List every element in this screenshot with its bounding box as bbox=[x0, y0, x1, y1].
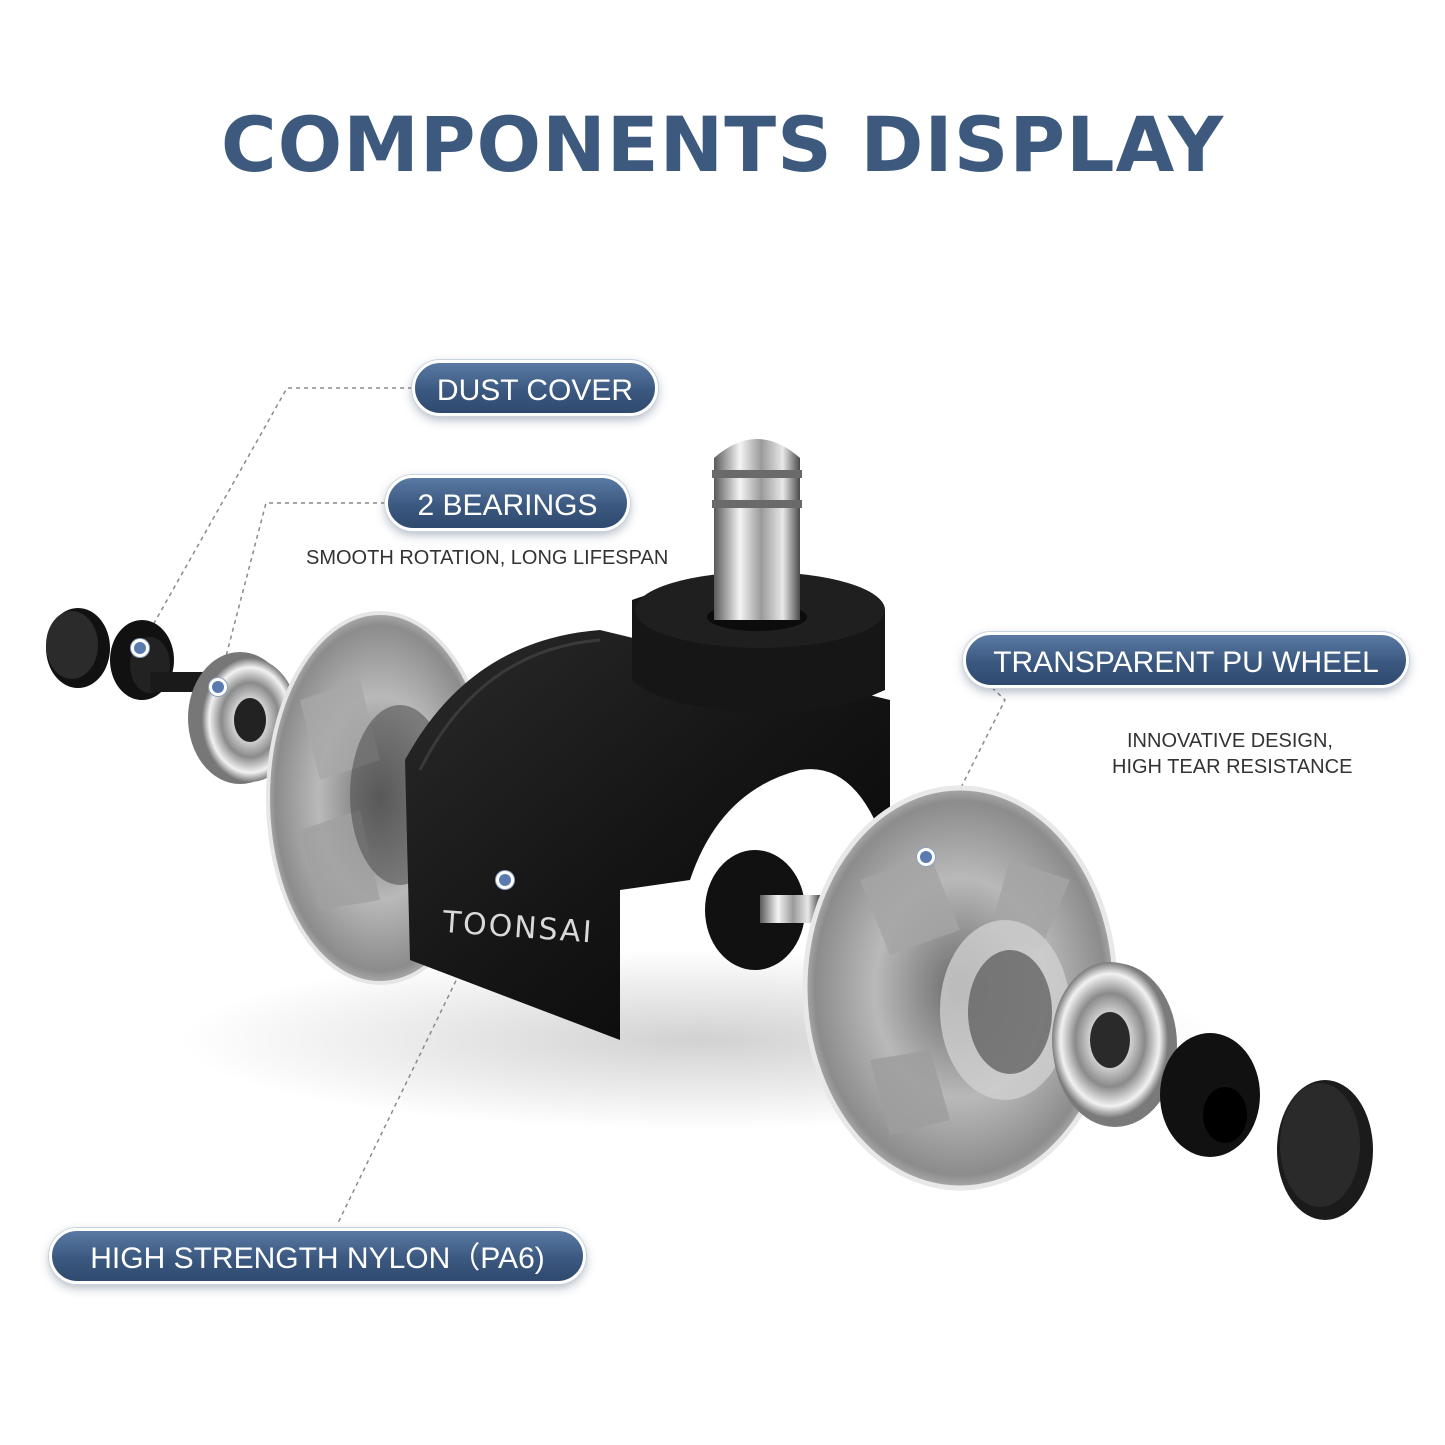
marker-bearings bbox=[209, 678, 227, 696]
right-dust-cover bbox=[1160, 1033, 1373, 1220]
dust-cover-label: DUST COVER bbox=[412, 360, 658, 416]
marker-dust-cover bbox=[131, 639, 149, 657]
marker-wheel bbox=[917, 848, 935, 866]
wheel-description-line2: HIGH TEAR RESISTANCE bbox=[1112, 756, 1353, 778]
chrome-stem bbox=[712, 439, 802, 620]
nylon-label: HIGH STRENGTH NYLON（PA6) bbox=[49, 1228, 586, 1284]
bearings-label: 2 BEARINGS bbox=[385, 475, 630, 531]
wheel-description-line1: INNOVATIVE DESIGN, bbox=[1127, 730, 1333, 752]
marker-nylon bbox=[496, 871, 514, 889]
nylon-body bbox=[405, 572, 890, 1040]
page-title: COMPONENTS DISPLAY bbox=[220, 100, 1225, 189]
right-bearing bbox=[1052, 962, 1177, 1127]
right-wheel bbox=[802, 785, 1118, 1191]
left-dust-cover bbox=[46, 608, 210, 700]
wheel-label: TRANSPARENT PU WHEEL bbox=[963, 632, 1409, 688]
bearings-description: SMOOTH ROTATION, LONG LIFESPAN bbox=[306, 547, 669, 569]
axle bbox=[705, 850, 820, 970]
